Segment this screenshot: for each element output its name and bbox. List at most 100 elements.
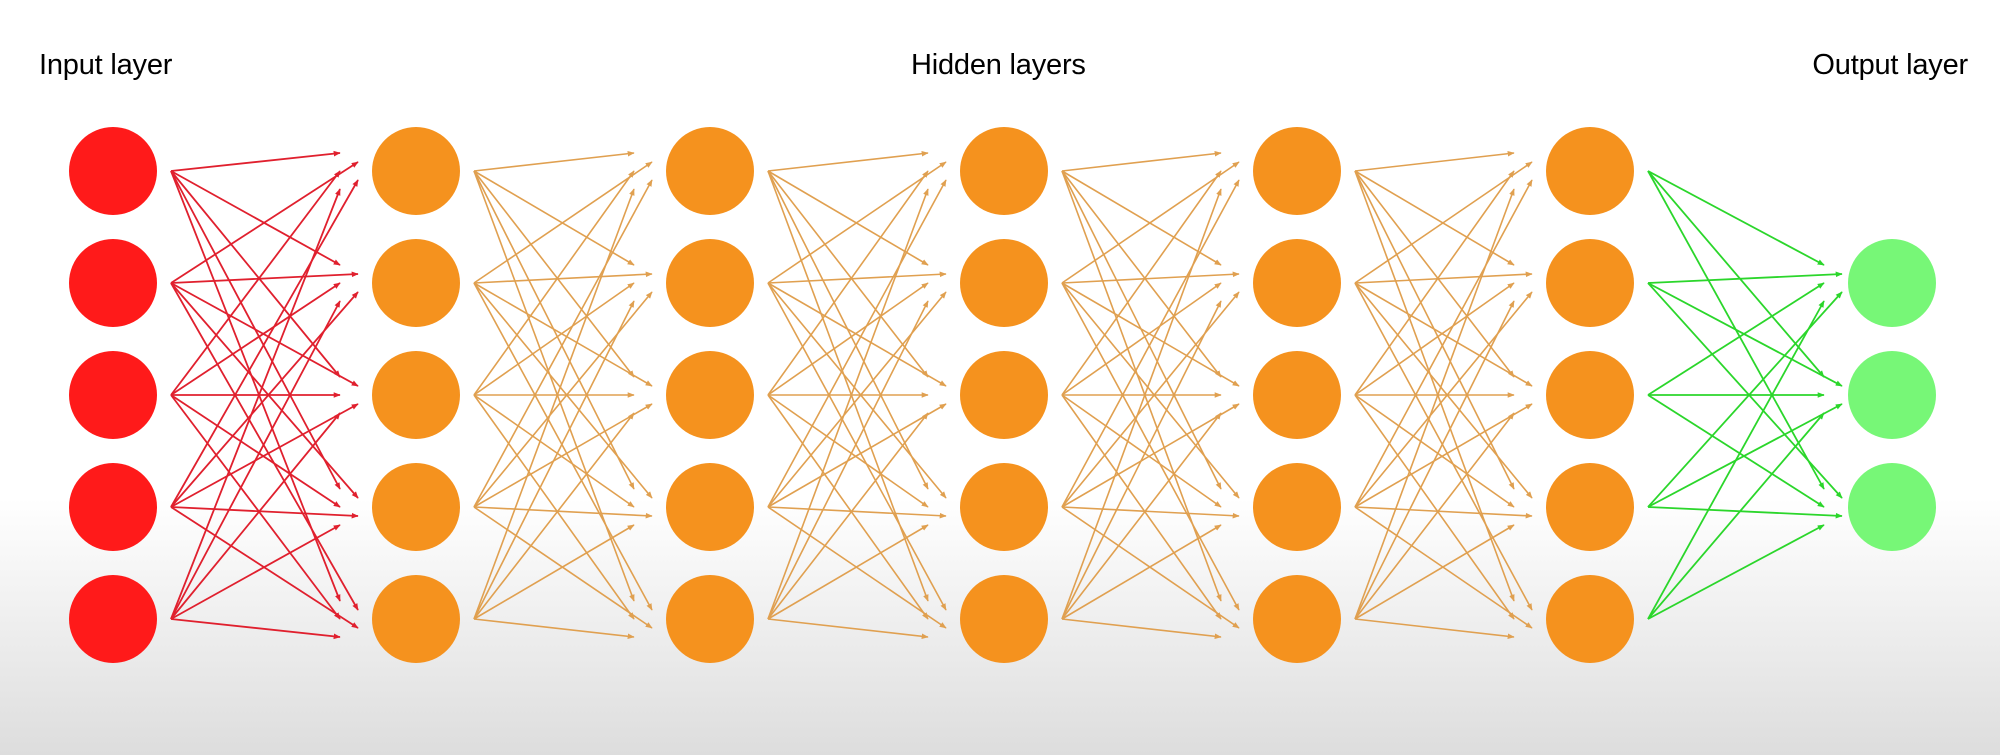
- connection-arrow: [767, 282, 947, 499]
- connection-arrow: [1647, 271, 1843, 284]
- connection-arrow: [473, 271, 653, 284]
- connection-arrow: [1354, 282, 1533, 499]
- connection-arrow: [1061, 179, 1240, 508]
- connection-arrow: [1647, 412, 1825, 620]
- connection-arrow: [767, 291, 947, 508]
- hidden-neuron: [1253, 575, 1341, 663]
- connection-arrow: [1061, 300, 1222, 620]
- connection-arrow: [170, 188, 341, 620]
- connection-arrow: [473, 282, 653, 499]
- connection-arrow: [767, 161, 947, 284]
- hidden-neuron: [372, 351, 460, 439]
- connection-arrow: [473, 394, 635, 620]
- connection-arrow: [1061, 506, 1240, 519]
- connection-arrow: [767, 394, 929, 620]
- connection-arrow: [767, 170, 929, 266]
- connection-arrow: [1061, 170, 1222, 266]
- connection-arrow: [1061, 170, 1222, 602]
- connection-arrow: [1647, 170, 1825, 378]
- connection-arrow: [473, 618, 635, 640]
- connection-arrow: [1354, 150, 1515, 172]
- connection-arrow: [767, 170, 929, 378]
- connection-arrow: [1061, 282, 1240, 387]
- hidden-neuron: [666, 463, 754, 551]
- hidden-neuron: [1546, 351, 1634, 439]
- hidden-neuron: [1253, 463, 1341, 551]
- connection-arrow: [1354, 282, 1533, 387]
- connection-arrow: [473, 300, 635, 620]
- connection-arrow: [170, 403, 359, 508]
- connection-arrow: [1354, 170, 1515, 266]
- hidden-neuron: [372, 575, 460, 663]
- connection-arrow: [1647, 282, 1825, 396]
- connection-arrow: [1647, 394, 1825, 508]
- connection-arrow: [1354, 291, 1533, 508]
- connection-arrow: [170, 524, 341, 620]
- connection-arrow: [1354, 161, 1533, 284]
- hidden-neuron: [666, 575, 754, 663]
- input-neuron: [69, 127, 157, 215]
- connection-arrow: [1061, 170, 1222, 396]
- connection-arrow: [473, 170, 635, 378]
- connection-arrow: [767, 300, 929, 620]
- connection-arrow: [1647, 282, 1843, 387]
- connection-arrow: [170, 170, 341, 266]
- connection-arrow: [170, 282, 359, 387]
- connection-arrow: [1354, 170, 1515, 396]
- hidden-neuron: [1546, 463, 1634, 551]
- connection-arrow: [1647, 403, 1843, 508]
- connection-arrow: [767, 394, 929, 508]
- connection-arrow: [1354, 282, 1533, 611]
- connection-arrow: [170, 282, 341, 396]
- connection-arrow: [170, 282, 359, 611]
- connection-arrow: [1354, 394, 1515, 620]
- connection-arrow: [767, 271, 947, 284]
- connection-arrow: [1354, 506, 1533, 519]
- connection-arrow: [473, 170, 635, 396]
- connection-arrow: [767, 506, 947, 519]
- hidden-neuron: [372, 127, 460, 215]
- input-neuron: [69, 575, 157, 663]
- connection-arrow: [1647, 291, 1843, 508]
- connection-arrow: [170, 394, 341, 620]
- connection-arrow: [767, 282, 947, 387]
- hidden-layers-label: Hidden layers: [911, 49, 1086, 81]
- connection-arrow: [1354, 524, 1515, 620]
- connection-arrow: [1354, 403, 1533, 508]
- connection-arrow: [473, 506, 653, 519]
- connection-arrow: [1647, 282, 1843, 499]
- connection-arrow: [1354, 300, 1515, 620]
- connection-arrow: [473, 188, 635, 620]
- connection-arrow: [170, 161, 359, 284]
- connection-arrow: [1061, 170, 1222, 378]
- connection-arrow: [170, 412, 341, 620]
- connection-arrow: [170, 291, 359, 508]
- connection-arrow: [767, 170, 929, 396]
- connection-arrow: [767, 188, 929, 620]
- connection-arrow: [1061, 188, 1222, 620]
- output-neuron: [1848, 239, 1936, 327]
- connection-arrow: [473, 291, 653, 508]
- connection-arrow: [1354, 282, 1515, 396]
- connection-arrow: [473, 403, 653, 508]
- connection-arrow: [170, 179, 359, 508]
- connection-arrow: [170, 170, 341, 378]
- connection-arrow: [473, 179, 653, 508]
- connection-arrow: [1354, 179, 1533, 508]
- connection-arrow: [1354, 271, 1533, 284]
- connection-arrow: [170, 506, 359, 519]
- connection-arrow: [1061, 412, 1222, 620]
- connection-arrow: [1354, 188, 1515, 620]
- connection-arrow: [473, 170, 635, 602]
- connection-arrow: [1061, 150, 1222, 172]
- connection-arrow: [473, 170, 635, 266]
- hidden-neuron: [960, 239, 1048, 327]
- connection-arrow: [1647, 524, 1825, 620]
- connections: [170, 150, 1843, 640]
- hidden-neuron: [960, 351, 1048, 439]
- hidden-neuron: [960, 463, 1048, 551]
- input-layer-label: Input layer: [39, 49, 173, 81]
- hidden-neuron: [1546, 575, 1634, 663]
- connection-arrow: [473, 282, 653, 387]
- connection-arrow: [767, 403, 947, 508]
